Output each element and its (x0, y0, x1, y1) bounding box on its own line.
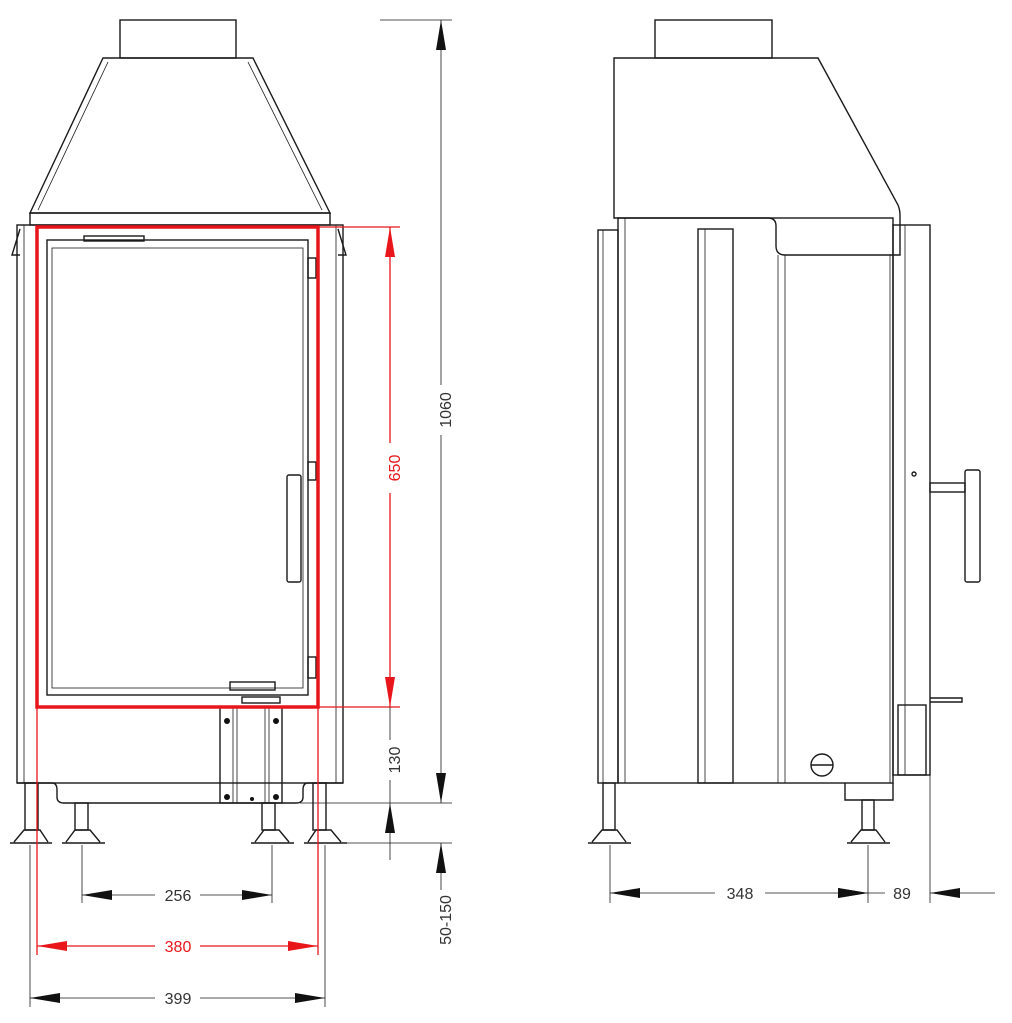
dim-glass-width: 380 (165, 939, 192, 956)
glass-area-highlight (35, 225, 320, 709)
dim-leg-spacing: 256 (165, 888, 192, 905)
door-handle (964, 469, 981, 583)
dim-leg-adjust: 50-150 (438, 895, 455, 945)
leg (847, 799, 890, 844)
hinge-icon (307, 656, 317, 679)
ash-door (897, 704, 927, 776)
flue-collar (654, 19, 773, 59)
hinge-icon (307, 257, 317, 279)
hood-side (613, 57, 901, 256)
front-dimensions: 1060 650 130 50-150 256 380 (29, 19, 455, 1008)
hood-band (29, 212, 331, 226)
front-view (10, 19, 347, 844)
dim-base-height: 130 (387, 747, 404, 774)
dim-glass-height: 650 (387, 455, 404, 482)
dim-total-width: 399 (165, 991, 192, 1008)
leg (10, 782, 52, 844)
body-side (617, 217, 894, 784)
latch-icon (307, 461, 317, 481)
dim-total-height: 1060 (438, 392, 455, 428)
door-glass (51, 247, 304, 689)
door-handle (286, 474, 302, 583)
body (16, 224, 344, 784)
leg (588, 782, 631, 844)
dim-depth: 348 (727, 886, 754, 903)
leg (62, 802, 105, 844)
leg (251, 802, 294, 844)
side-rib (697, 228, 734, 784)
door-frame (46, 239, 309, 696)
side-dimensions: 348 89 (609, 775, 995, 903)
flue-collar (119, 19, 237, 59)
leg (304, 782, 347, 844)
dim-door-projection: 89 (893, 886, 911, 903)
side-panel (597, 229, 619, 784)
handle-arm (929, 482, 966, 493)
side-view (588, 19, 981, 844)
door-side (892, 224, 931, 776)
